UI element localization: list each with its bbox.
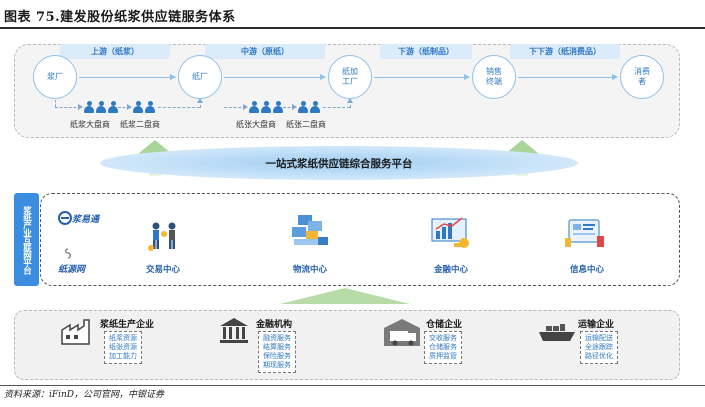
info-center-label: 信息中心 <box>569 265 604 275</box>
cargo-ship-icon <box>538 320 576 348</box>
list-item: 质押监管 <box>429 352 457 360</box>
list-item: 运输配送 <box>585 334 613 342</box>
dealer-route-6 <box>323 107 350 108</box>
brand-zhiyuanwang: 纸源网 <box>58 265 86 275</box>
dealer-label: 纸浆大盘商 <box>70 120 110 129</box>
node-paper-processor: 纸加 工厂 <box>328 55 372 99</box>
dealer-group-icon <box>84 101 118 113</box>
enterprise-transport-list: 运输配送 全途跟踪 路径优化 <box>580 331 618 364</box>
stage-upstream: 上游（纸浆） <box>60 44 170 59</box>
jiangyitong-logo-icon <box>58 210 72 229</box>
dealer-label: 纸张大盘商 <box>236 120 276 129</box>
arrow-processor-to-sales <box>374 74 470 80</box>
trading-center-label: 交易中心 <box>145 265 180 275</box>
info-screen-icon <box>563 216 607 254</box>
internet-platform-label: 浆纸产业互联网平台 <box>14 193 39 286</box>
enterprise-bank-list: 融资服务 结算服务 保险服务 期现服务 <box>258 331 296 373</box>
list-item: 全途跟踪 <box>585 343 613 351</box>
dealer-label: 纸浆二盘商 <box>120 120 160 129</box>
figure-title: 图表 75.建发股份纸浆供应链服务体系 <box>4 10 236 25</box>
title-divider <box>0 27 705 29</box>
warehouse-truck-icon <box>382 316 422 352</box>
node-pulp-mill: 浆厂 <box>33 55 77 99</box>
dealer-route-5 <box>283 104 297 110</box>
node-paper-mill: 纸厂 <box>178 55 222 99</box>
dealer-group-icon <box>133 101 155 113</box>
enterprise-producer-title: 浆纸生产企业 <box>100 320 155 330</box>
dealer-route-4 <box>224 104 248 110</box>
stage-consumer: 下下游（纸消费品） <box>510 44 620 59</box>
arrow-up-enterprises <box>280 288 410 308</box>
bank-icon <box>218 316 250 348</box>
dealer-route-2 <box>118 104 132 110</box>
enterprise-warehouse-list: 交收服务 仓储服务 质押监管 <box>424 331 462 364</box>
node-sales-terminal: 销售 终端 <box>472 55 516 99</box>
list-item: 结算服务 <box>263 343 291 351</box>
dealer-route-1 <box>55 104 83 110</box>
enterprise-producer-list: 纸浆资源 纸张资源 加工能力 <box>104 331 142 364</box>
brand-jiangyitong: 浆易通 <box>72 215 100 225</box>
list-item: 纸浆资源 <box>109 334 137 342</box>
dealer-label: 纸张二盘商 <box>286 120 326 129</box>
source-divider <box>0 385 705 386</box>
finance-center-label: 金融中心 <box>433 265 468 275</box>
dealer-route-down-1 <box>55 100 56 107</box>
enterprise-warehouse-title: 仓储企业 <box>426 320 463 330</box>
trading-people-icon <box>147 220 183 256</box>
list-item: 纸张资源 <box>109 343 137 351</box>
arrow-pulp-to-paper <box>79 74 176 80</box>
logistics-boxes-icon <box>288 213 332 255</box>
node-consumer: 消费 者 <box>620 55 664 99</box>
list-item: 路径优化 <box>585 352 613 360</box>
list-item: 期现服务 <box>263 361 291 369</box>
list-item: 融资服务 <box>263 334 291 342</box>
dealer-route-up-1 <box>197 98 203 108</box>
list-item: 仓储服务 <box>429 343 457 351</box>
arrow-paper-to-processor <box>224 74 326 80</box>
list-item: 交收服务 <box>429 334 457 342</box>
source-note: 资料来源：iFinD，公司官网，中银证券 <box>4 390 165 400</box>
finance-chart-icon <box>428 213 474 255</box>
dealer-group-icon <box>298 101 320 113</box>
stage-midstream: 中游（原纸） <box>205 44 325 59</box>
dealer-route-3 <box>158 107 200 108</box>
enterprise-bank-title: 金融机构 <box>256 320 293 330</box>
service-platform-ellipse: 一站式浆纸供应链综合服务平台 <box>100 146 578 180</box>
list-item: 加工能力 <box>109 352 137 360</box>
logistics-center-label: 物流中心 <box>292 265 327 275</box>
dealer-group-icon <box>249 101 283 113</box>
enterprise-transport-title: 运输企业 <box>578 320 615 330</box>
arrow-sales-to-consumer <box>518 74 618 80</box>
factory-icon <box>60 318 94 350</box>
list-item: 保险服务 <box>263 352 291 360</box>
dealer-route-up-2 <box>347 98 353 108</box>
link-icon <box>63 245 73 264</box>
stage-downstream: 下游（纸制品） <box>380 44 472 59</box>
